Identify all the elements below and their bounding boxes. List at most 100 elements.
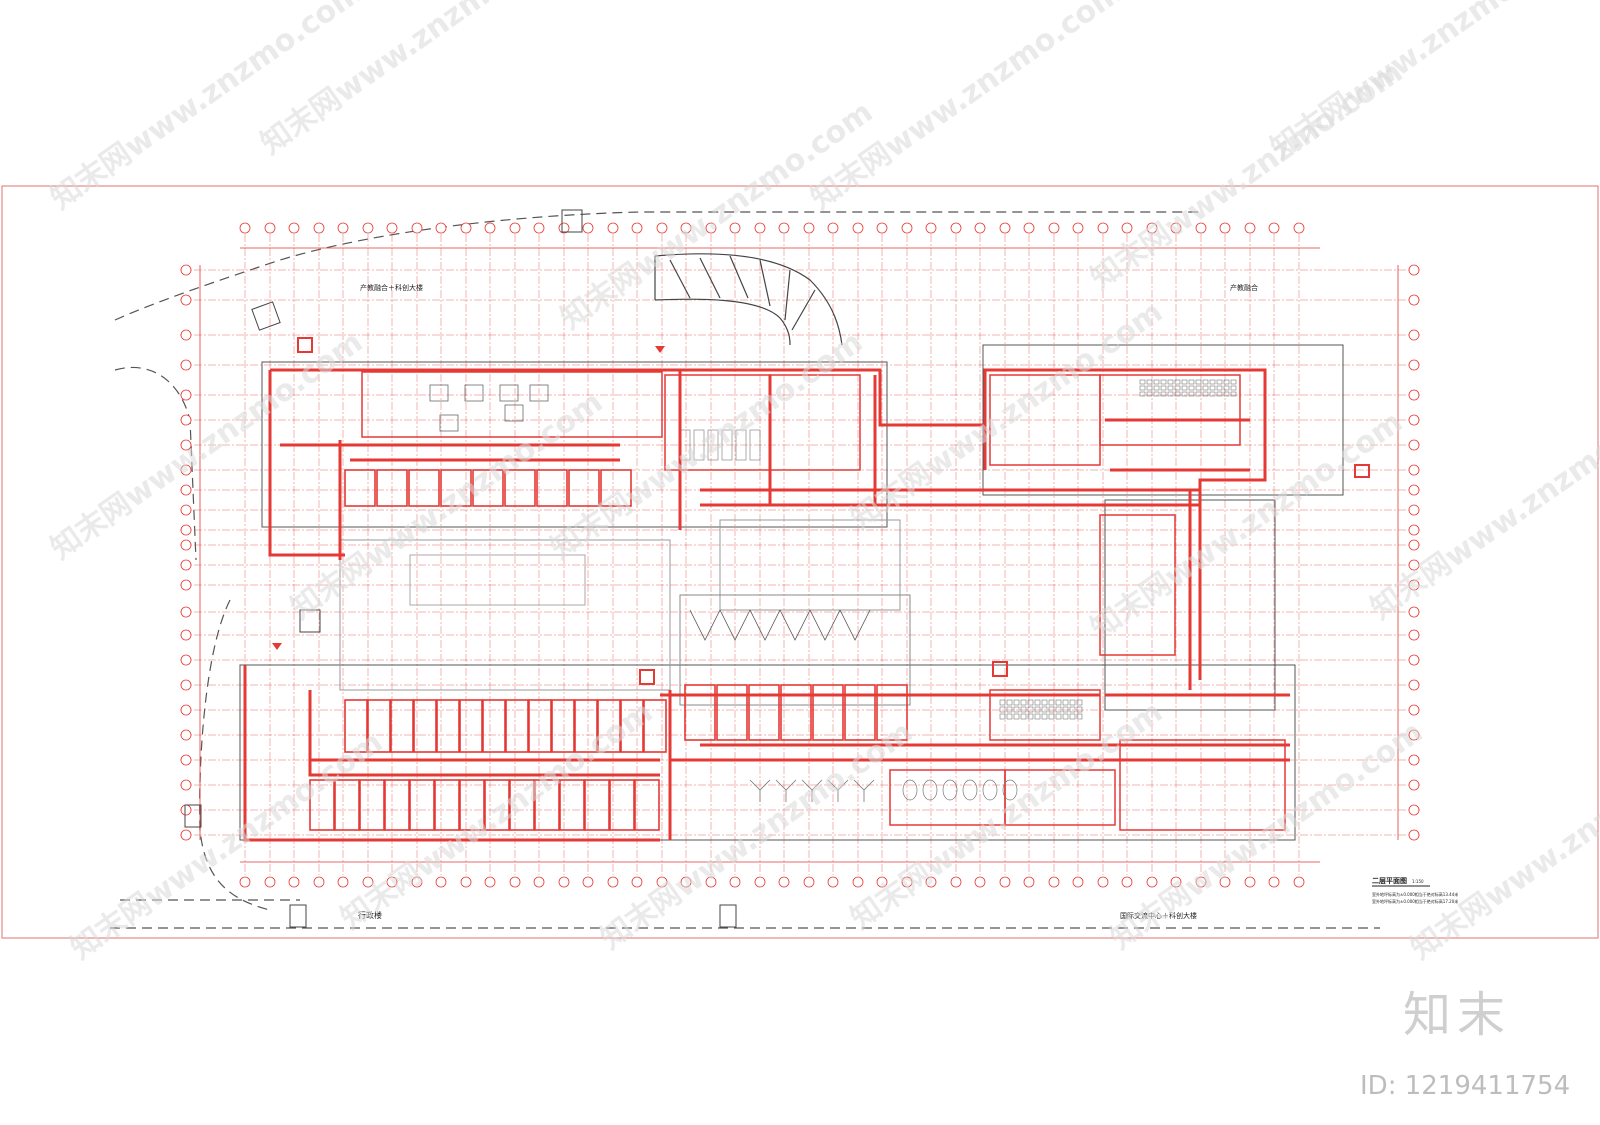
office-room: [812, 684, 844, 741]
axis-bubble: [1408, 264, 1420, 276]
note-line-1: 室外地坪标高为±0.000相当于绝对标高13.44米: [1372, 891, 1458, 897]
label-bottom-left-building: 行政楼: [358, 910, 382, 920]
axis-bubble: [582, 222, 594, 234]
axis-bubble: [411, 222, 423, 234]
shelf: [749, 429, 761, 461]
seat: [1069, 699, 1076, 706]
seat: [1195, 391, 1202, 397]
axis-bubble: [1195, 876, 1207, 888]
axis-bubble: [337, 876, 349, 888]
axis-bubble: [435, 222, 447, 234]
seat: [1216, 379, 1223, 385]
axis-bubble: [1408, 559, 1420, 571]
axis-bubble: [925, 222, 937, 234]
axis-bubble: [974, 876, 986, 888]
seat: [1041, 706, 1048, 713]
office-room: [528, 699, 552, 753]
seat: [1013, 706, 1020, 713]
office-room: [344, 699, 368, 753]
seat: [1139, 391, 1146, 397]
seat: [1048, 706, 1055, 713]
sheet-scale: 1:150: [1412, 879, 1424, 884]
axis-bubble: [1195, 222, 1207, 234]
axis-bubble: [827, 222, 839, 234]
axis-bubble: [264, 222, 276, 234]
axis-bubble: [180, 294, 192, 306]
axis-bubble: [180, 559, 192, 571]
office-room: [484, 779, 510, 831]
axis-bubble: [1408, 389, 1420, 401]
axis-bubble: [1408, 779, 1420, 791]
axis-bubble: [484, 876, 496, 888]
seat: [1146, 385, 1153, 391]
axis-bubble: [950, 222, 962, 234]
roof-truss: [749, 609, 781, 641]
office-room: [409, 779, 435, 831]
axis-bubble: [180, 414, 192, 426]
building-outlines: [239, 344, 1344, 841]
office-room: [634, 779, 660, 831]
axis-bubble: [803, 876, 815, 888]
axis-bubble: [1146, 876, 1158, 888]
seat: [1153, 385, 1160, 391]
watermark-repeats: 知末网www.znzmo.com知末网www.znzmo.com知末网www.z…: [45, 0, 1600, 967]
axis-bubble: [999, 222, 1011, 234]
seat: [1167, 379, 1174, 385]
office-room: [748, 684, 780, 741]
office-room: [559, 779, 585, 831]
axis-bubble: [607, 876, 619, 888]
axis-bubble: [386, 876, 398, 888]
seat: [1027, 706, 1034, 713]
office-room: [551, 699, 575, 753]
seat: [1020, 713, 1027, 720]
axis-bubble: [1244, 876, 1256, 888]
axis-bubble: [509, 222, 521, 234]
axis-bubble: [1408, 704, 1420, 716]
axis-bubble: [1121, 222, 1133, 234]
furniture: [429, 379, 1237, 802]
axis-bubble: [180, 329, 192, 341]
axis-bubble: [876, 222, 888, 234]
axis-grid: [180, 234, 1420, 875]
workstation: [504, 404, 524, 422]
sheet-frame: [1, 185, 1599, 939]
seat: [1209, 391, 1216, 397]
office-room: [390, 699, 414, 753]
fire-symbols: [272, 337, 1370, 685]
seat: [1062, 699, 1069, 706]
axis-bubble: [1293, 222, 1305, 234]
watermark-text: 知末网www.znzmo.com: [1405, 725, 1600, 967]
seat: [1055, 713, 1062, 720]
axis-bubble: [180, 654, 192, 666]
axis-bubble: [180, 629, 192, 641]
seat: [1181, 385, 1188, 391]
office-room: [568, 469, 600, 507]
axis-bubble: [180, 679, 192, 691]
axis-bubble: [582, 876, 594, 888]
office-room: [643, 699, 667, 753]
seat: [1181, 379, 1188, 385]
axis-bubble: [680, 876, 692, 888]
seat: [1013, 699, 1020, 706]
meeting-table: [922, 779, 938, 801]
office-room: [413, 699, 437, 753]
rooms: [309, 371, 1286, 831]
roof-truss: [689, 609, 721, 641]
office-room: [620, 699, 644, 753]
axis-bubble: [533, 222, 545, 234]
seat: [1160, 379, 1167, 385]
seat: [1034, 699, 1041, 706]
axis-bubble: [1408, 829, 1420, 841]
axis-bubble: [558, 876, 570, 888]
axis-bubble: [180, 729, 192, 741]
axis-bubble: [631, 222, 643, 234]
axis-bubble: [1170, 876, 1182, 888]
axis-bubble: [925, 876, 937, 888]
meeting-table: [1002, 779, 1018, 801]
office-room: [584, 779, 610, 831]
axis-bubble: [656, 222, 668, 234]
axis-bubble: [1408, 539, 1420, 551]
axis-bubble: [1219, 222, 1231, 234]
shelf: [707, 429, 719, 461]
